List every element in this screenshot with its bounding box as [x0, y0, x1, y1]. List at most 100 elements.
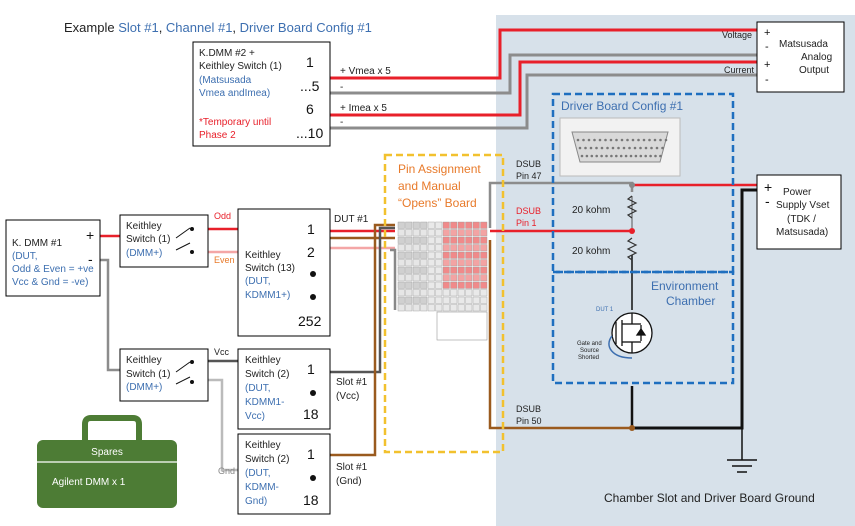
- pin-cell: [450, 236, 458, 244]
- pin-cell: [442, 229, 450, 237]
- dsub-pin: [631, 138, 635, 142]
- dsub-pin: [600, 146, 604, 150]
- wire-label-dut1: DUT #1: [334, 214, 369, 225]
- dsub-pin: [639, 146, 642, 150]
- pin-terminal-grid: [397, 221, 488, 341]
- pin-cell: [465, 259, 473, 267]
- pin-cell: [435, 296, 443, 304]
- pin-cell: [450, 274, 458, 282]
- matsusada-box: [756, 21, 845, 93]
- pin-cell: [472, 296, 480, 304]
- keithley-switch-2-gnd-label: Keithley Switch (2) (DUT, KDMM- Gnd): [245, 440, 292, 507]
- driver-board-title: Driver Board Config #1: [561, 99, 683, 113]
- pin-cell: [457, 289, 465, 297]
- pin-cell: [465, 266, 473, 274]
- pin-cell: [397, 289, 405, 297]
- power-supply-box: [756, 174, 842, 250]
- pin-cell: [405, 221, 413, 229]
- pin-cell: [412, 266, 420, 274]
- dsub-pin: [610, 154, 613, 158]
- chamber-region: [496, 15, 855, 526]
- pin-cell: [472, 244, 480, 252]
- pin-cell: [450, 266, 458, 274]
- wire-label-minus-b: -: [340, 117, 343, 128]
- dmm-switch-wiring: [100, 227, 238, 472]
- pin-cell: [465, 221, 473, 229]
- dsub-pin: [648, 138, 651, 142]
- wire-label-even: Even: [214, 255, 235, 265]
- wire-label-slot-vcc: Slot #1 (Vcc): [336, 377, 370, 402]
- pin-cell: [465, 229, 473, 237]
- dsub-pin: [624, 154, 628, 158]
- keithley-switch-bottom-label: Keithley Switch (1) (DMM+): [126, 355, 173, 393]
- pin-cell: [405, 251, 413, 259]
- pin-cell: [435, 221, 443, 229]
- pin-cell: [427, 236, 435, 244]
- pin-cell: [412, 221, 420, 229]
- dsub-pin: [628, 146, 631, 150]
- pin-cell: [450, 304, 458, 312]
- dsub-pin: [659, 138, 662, 142]
- pin-cell: [450, 229, 458, 237]
- pin-cell: [412, 229, 420, 237]
- ks2vcc-dot: [310, 390, 316, 396]
- keithley-switch-2-gnd-box: [237, 433, 331, 515]
- pin-cell: [412, 281, 420, 289]
- driver-board-config-box: [551, 92, 735, 274]
- dsub47-label: DSUB Pin 47: [516, 159, 544, 181]
- pin-cell: [397, 229, 405, 237]
- pin-cell: [420, 259, 428, 267]
- resistor-2-label: 20 kohm: [572, 246, 610, 257]
- ground-icon: [727, 459, 757, 473]
- pin-cell: [427, 251, 435, 259]
- kdmm1-minus: -: [88, 251, 93, 267]
- pin-cell: [457, 259, 465, 267]
- dsub-pin: [633, 146, 637, 150]
- node-pin1: [629, 228, 635, 234]
- pin-cell: [457, 236, 465, 244]
- dsub50-label: DSUB Pin 50: [516, 404, 544, 426]
- spares-briefcase: Spares Agilent DMM x 1: [37, 415, 177, 508]
- wire-label-vcc: Vcc: [214, 347, 230, 357]
- pin-cell: [397, 251, 405, 259]
- pin-cell: [397, 304, 405, 312]
- keithley-switch-top-box: [119, 214, 209, 268]
- pin-cell: [480, 251, 488, 259]
- dsub-pin: [593, 138, 596, 142]
- pin-cell: [442, 289, 450, 297]
- pin-cell: [480, 259, 488, 267]
- pin-cell: [435, 229, 443, 237]
- diagram-title: Example Slot #1, Channel #1, Driver Boar…: [64, 20, 372, 35]
- dsub-pin: [650, 146, 653, 150]
- pin-cell: [427, 296, 435, 304]
- pin-cell: [465, 296, 473, 304]
- pin-cell: [450, 251, 458, 259]
- wire-label-voltage: Voltage: [722, 30, 752, 40]
- pin-cell: [412, 304, 420, 312]
- keithley-switch-2-vcc-label: Keithley Switch (2) (DUT, KDMM1- Vcc): [245, 355, 292, 422]
- pin-cell: [457, 296, 465, 304]
- dsub-pin: [659, 154, 662, 158]
- pin-cell: [427, 281, 435, 289]
- pin-cell: [442, 221, 450, 229]
- vmea-imea-wiring: [330, 28, 757, 130]
- dsub-pin: [644, 154, 647, 158]
- kdmm2-ch5: ...5: [300, 78, 320, 94]
- keithley-switch-2-vcc-box: [237, 348, 331, 430]
- kdmm2-note: *Temporary until Phase 2: [199, 117, 274, 141]
- pin-cell: [420, 251, 428, 259]
- kdmm2-ch6: 6: [306, 101, 314, 117]
- ks2vcc-ch1: 1: [307, 361, 315, 377]
- kdmm1-plus: +: [86, 227, 94, 243]
- wire-label-current: Current: [724, 65, 755, 75]
- pin-cell: [412, 236, 420, 244]
- pin-cell: [442, 251, 450, 259]
- pin-cell: [442, 259, 450, 267]
- ks13-ch1: 1: [307, 221, 315, 237]
- ks2gnd-ch18: 18: [303, 492, 319, 508]
- dsub-pin: [620, 138, 624, 142]
- pin-board-label: Pin Assignment and Manual “Opens” Board: [398, 162, 484, 210]
- resistor-1-label: 20 kohm: [572, 205, 610, 216]
- dsub-pin: [611, 146, 615, 150]
